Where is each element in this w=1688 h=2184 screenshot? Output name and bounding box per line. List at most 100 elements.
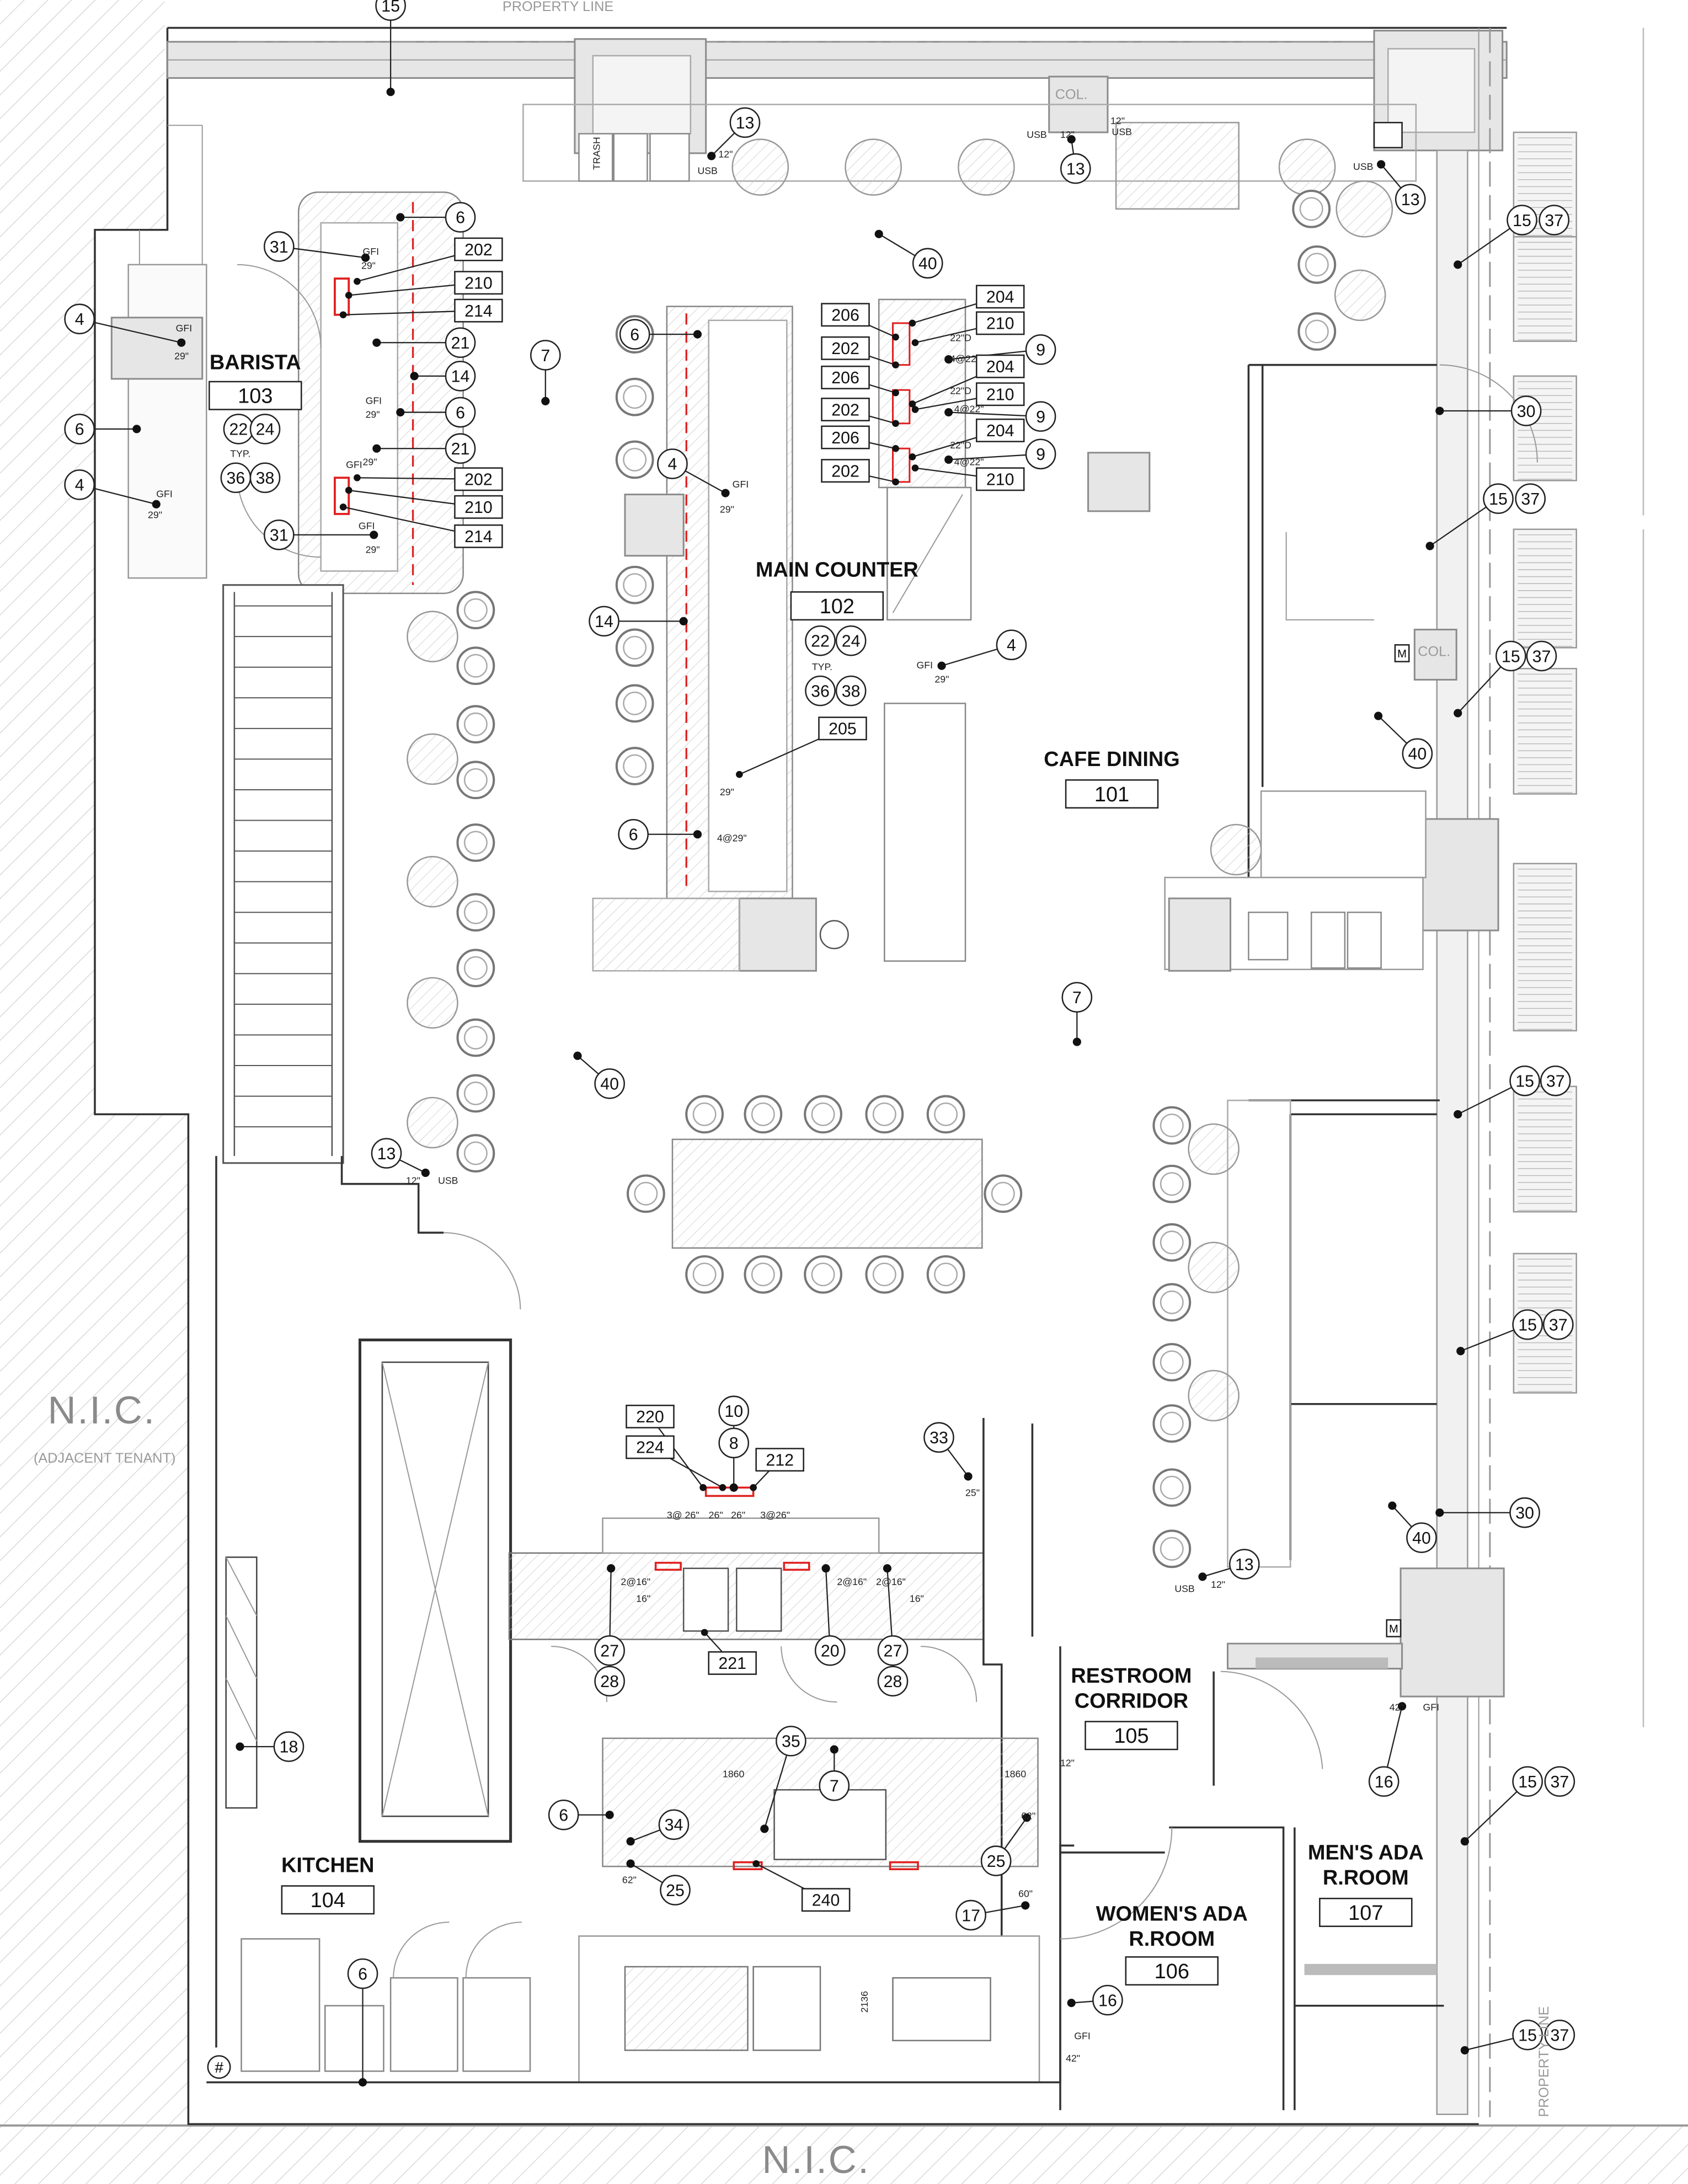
property-line-label-vertical: PROPERTY LINE [1536, 2006, 1552, 2117]
equipment-number: 210 [986, 315, 1014, 333]
equipment-outline [783, 1561, 810, 1571]
equipment-number: 210 [464, 274, 493, 292]
room-number: 106 [1155, 1960, 1189, 1983]
equipment-tag: 205 [818, 716, 867, 741]
chair [865, 1255, 904, 1294]
bench [1513, 375, 1577, 481]
exterior-benches [1513, 131, 1577, 1394]
equipment-number: 206 [831, 369, 859, 387]
room-name: MEN'S ADA [1308, 1842, 1424, 1865]
device-dot-icon [760, 1824, 769, 1833]
storage [389, 1977, 458, 2072]
keynote-tag: 15 [1507, 205, 1537, 235]
device-dot-icon [339, 311, 347, 319]
device-note: GFI [359, 521, 375, 532]
keynote-tag: 13 [1228, 1549, 1260, 1580]
room-number: 107 [1348, 1902, 1383, 1925]
chair [744, 1095, 783, 1134]
keynote-tag: 16 [1368, 1766, 1399, 1797]
column [1087, 452, 1151, 512]
device-dot-icon [701, 1629, 708, 1636]
keynote-number: 13 [736, 114, 755, 132]
keynote-number: 15 [1515, 1073, 1534, 1091]
chair [804, 1095, 842, 1134]
round-table [1188, 1123, 1240, 1175]
round-table [1188, 1369, 1240, 1422]
keynote-number: 40 [600, 1075, 619, 1094]
chair [456, 1134, 495, 1173]
round-table [1334, 269, 1386, 322]
device-dot-icon [354, 474, 361, 481]
device-dot-icon [937, 661, 946, 670]
device-note: 26" [731, 1509, 745, 1521]
chair [456, 949, 495, 988]
chair [1297, 245, 1337, 284]
device-note: 22"D [950, 333, 971, 344]
room-name: WOMEN'S ADA [1096, 1903, 1248, 1926]
stair [222, 584, 344, 1164]
round-table [731, 138, 789, 196]
device-note: 29" [366, 409, 380, 420]
device-dot-icon [132, 425, 141, 433]
keynote-number: 34 [665, 1816, 683, 1834]
device-note: 3@26" [760, 1509, 790, 1521]
keynote-tag: 13 [729, 107, 761, 138]
device-note: 29" [174, 351, 189, 362]
chair [615, 565, 654, 604]
keynote-tag: 21 [445, 433, 476, 464]
equipment-number: 221 [718, 1655, 746, 1673]
keynote-number: 14 [451, 368, 470, 386]
prep-sink [773, 1789, 887, 1860]
keynote-number: 6 [456, 209, 465, 227]
device-note: 16" [636, 1593, 650, 1604]
counter [884, 703, 966, 962]
keynote-number: 10 [724, 1403, 743, 1421]
chair [456, 893, 495, 932]
keynote-tag: 37 [1515, 483, 1546, 514]
keynote-number: 15 [381, 0, 400, 15]
equipment-tag: 214 [454, 298, 503, 323]
equipment-outline [654, 1561, 682, 1571]
column [624, 494, 685, 557]
device-dot-icon [944, 455, 953, 464]
device-dot-icon [421, 1168, 430, 1177]
equipment-outline [334, 477, 350, 515]
equipment-tag: 221 [708, 1651, 757, 1675]
equipment-number: 202 [464, 241, 493, 259]
device-note: 29" [361, 260, 376, 271]
chair [865, 1095, 904, 1134]
keynote-number: 4 [75, 311, 84, 329]
bottom-nic-hatch [0, 2125, 1688, 2184]
keynote-number: 6 [75, 421, 84, 439]
keynote-tag: 18 [273, 1731, 305, 1762]
keynote-tag: 9 [1025, 334, 1056, 365]
room-name: MAIN COUNTER [756, 559, 918, 582]
equipment-tag: 214 [454, 524, 503, 548]
device-dot-icon [626, 1837, 635, 1846]
keynote-number: 22 [229, 421, 248, 439]
device-dot-icon [345, 292, 352, 299]
column [1399, 1567, 1505, 1698]
keynote-tag: 9 [1025, 401, 1056, 432]
device-dot-icon [372, 338, 381, 347]
equipment-tag: 210 [975, 311, 1025, 335]
column [1168, 897, 1232, 972]
keynote-tag: 25 [660, 1875, 691, 1905]
column-col [1413, 629, 1457, 681]
device-dot-icon [750, 1484, 757, 1491]
device-dot-icon [1425, 542, 1434, 550]
keynote-number: 40 [1412, 1529, 1431, 1548]
column [1419, 818, 1499, 932]
device-dot-icon [339, 503, 347, 511]
keynote-tag: 6 [64, 414, 95, 445]
keynote-tag: 6 [619, 319, 650, 350]
keynote-tag: 28 [594, 1666, 625, 1697]
keynote-tag: 13 [1395, 184, 1426, 215]
equipment-number: 240 [812, 1892, 840, 1910]
equipment-tag: 202 [821, 336, 870, 360]
equipment-tag: 240 [801, 1888, 851, 1912]
chair [456, 823, 495, 862]
device-note: 22"D [950, 440, 971, 451]
keynote-number: 37 [1545, 212, 1563, 230]
